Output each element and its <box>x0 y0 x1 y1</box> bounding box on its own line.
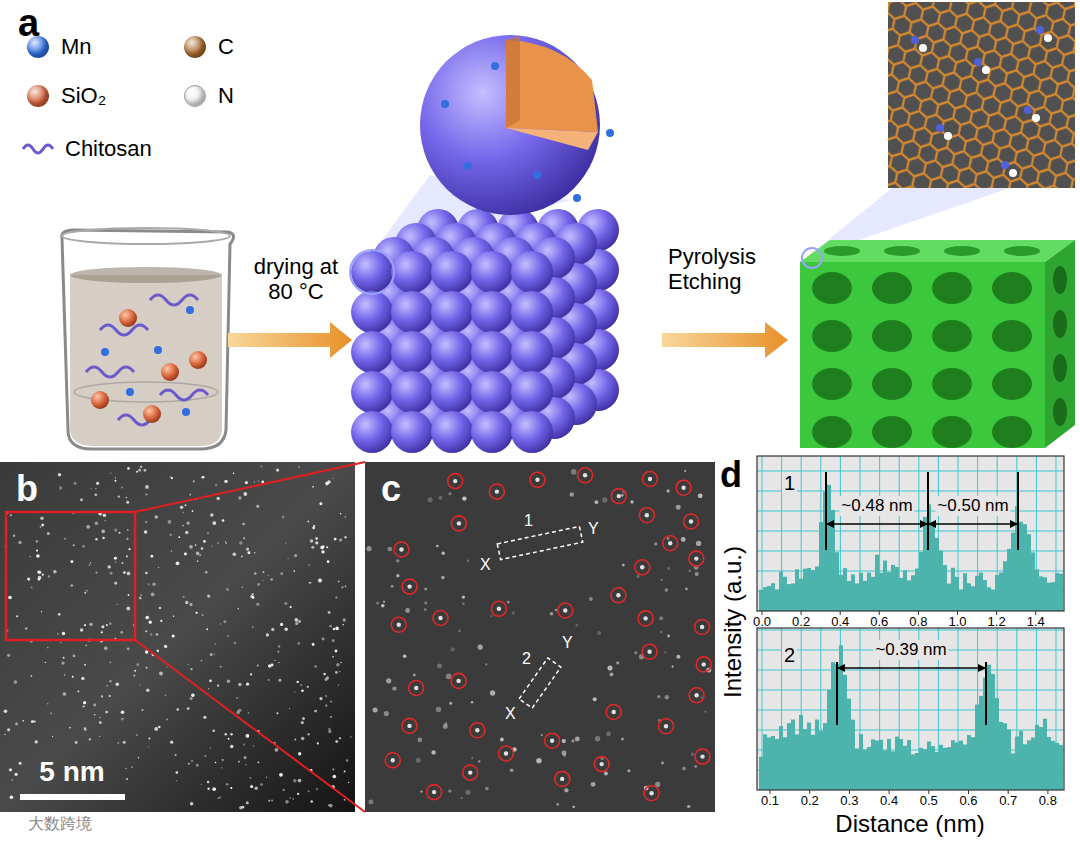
legend-swatch <box>27 36 49 58</box>
tem-image <box>365 462 715 812</box>
axis-tick: 0.5 <box>920 794 938 809</box>
profile-number: 2 <box>782 644 797 667</box>
process-arrow <box>662 322 788 358</box>
point-marker: Y <box>588 520 599 538</box>
legend-text: Mn <box>61 34 92 60</box>
watermark: 大数跨境 <box>28 815 92 833</box>
legend-item: SiO₂ <box>27 83 106 109</box>
distance-value: ~0.50 nm <box>935 496 1010 516</box>
axis-tick: 0.4 <box>831 615 849 630</box>
axis-tick: 1.4 <box>1027 615 1045 630</box>
line-profile <box>757 456 1064 794</box>
legend-text: Chitosan <box>65 136 152 162</box>
scale-bar <box>20 794 125 800</box>
axis-tick: 0.4 <box>880 794 898 809</box>
beaker <box>62 228 234 449</box>
axis-tick: 0.6 <box>870 615 888 630</box>
graphene-inset <box>888 2 1075 188</box>
tem-image <box>0 462 355 812</box>
sphere-stack <box>351 209 619 453</box>
legend-item: N <box>184 83 234 109</box>
axis-tick: 0.8 <box>1039 794 1057 809</box>
axis-tick: 0.2 <box>792 615 810 630</box>
arrow-label: Pyrolysis Etching <box>668 244 793 295</box>
legend-swatch <box>27 85 49 107</box>
panel-letter: b <box>16 468 38 509</box>
legend-text: N <box>218 83 234 109</box>
legend-item: C <box>184 34 234 60</box>
axis-tick: 1.0 <box>948 615 966 630</box>
axis-tick: 0.8 <box>909 615 927 630</box>
porous-carbon <box>800 240 1075 448</box>
panel-letter: c <box>381 468 401 509</box>
axis-tick: 1.2 <box>988 615 1006 630</box>
profile-number: 1 <box>782 472 797 495</box>
axis-tick: 0.3 <box>840 794 858 809</box>
distance-value: ~0.39 nm <box>873 640 948 660</box>
panel-letter: d <box>720 454 742 495</box>
axis-tick: 0.7 <box>999 794 1017 809</box>
profile-number: 1 <box>524 512 533 530</box>
profile-number: 2 <box>522 650 531 668</box>
legend-item: Chitosan <box>27 136 152 162</box>
axis-title: Intensity (a.u.) <box>719 546 747 698</box>
process-arrow <box>228 322 352 358</box>
legend-text: C <box>218 34 234 60</box>
hollow-sphere <box>420 35 614 215</box>
axis-tick: 0.6 <box>959 794 977 809</box>
legend-line <box>21 141 55 157</box>
arrow-label: drying at 80 °C <box>240 254 352 305</box>
point-marker: X <box>480 556 491 574</box>
axis-tick: 0.2 <box>801 794 819 809</box>
legend-text: SiO₂ <box>61 83 106 109</box>
axis-tick: 0.1 <box>761 794 779 809</box>
point-marker: Y <box>562 634 573 652</box>
point-marker: X <box>505 705 516 723</box>
legend-item: Mn <box>27 34 92 60</box>
legend-swatch <box>184 85 206 107</box>
legend-swatch <box>184 36 206 58</box>
axis-tick: 0.0 <box>753 615 771 630</box>
scale-label: 5 nm <box>39 756 104 788</box>
distance-value: ~0.48 nm <box>839 496 914 516</box>
axis-title: Distance (nm) <box>835 810 984 838</box>
